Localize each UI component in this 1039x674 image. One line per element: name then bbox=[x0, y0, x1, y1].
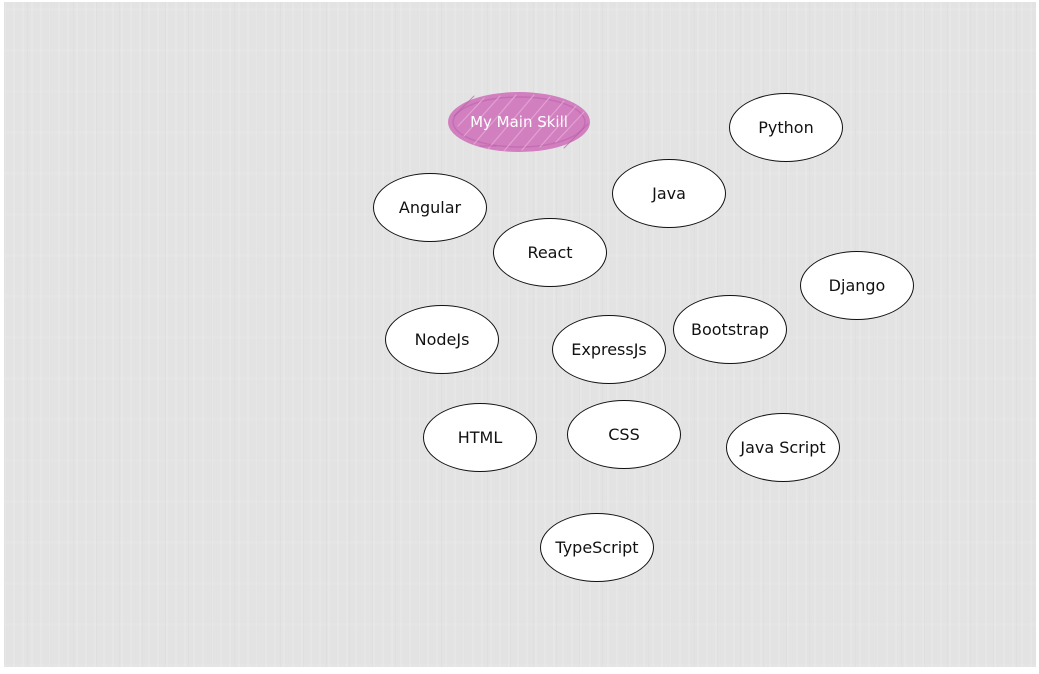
skill-bubble-nodejs: NodeJs bbox=[385, 305, 499, 374]
skill-bubble-django: Django bbox=[800, 251, 914, 320]
skill-bubble-javascript: Java Script bbox=[726, 413, 840, 482]
skill-bubble-python: Python bbox=[729, 93, 843, 162]
skill-bubble-expressjs: ExpressJs bbox=[552, 315, 666, 384]
title-scribble-blob bbox=[448, 92, 590, 152]
skill-bubble-java: Java bbox=[612, 159, 726, 228]
skill-bubble-angular: Angular bbox=[373, 173, 487, 242]
skill-bubble-html: HTML bbox=[423, 403, 537, 472]
skill-bubble-css: CSS bbox=[567, 400, 681, 469]
skill-bubble-react: React bbox=[493, 218, 607, 287]
skill-bubble-typescript: TypeScript bbox=[540, 513, 654, 582]
skills-canvas: My Main Skill Python Java Angular React … bbox=[4, 2, 1036, 667]
main-skill-title: My Main Skill bbox=[470, 113, 568, 131]
skill-bubble-bootstrap: Bootstrap bbox=[673, 295, 787, 364]
